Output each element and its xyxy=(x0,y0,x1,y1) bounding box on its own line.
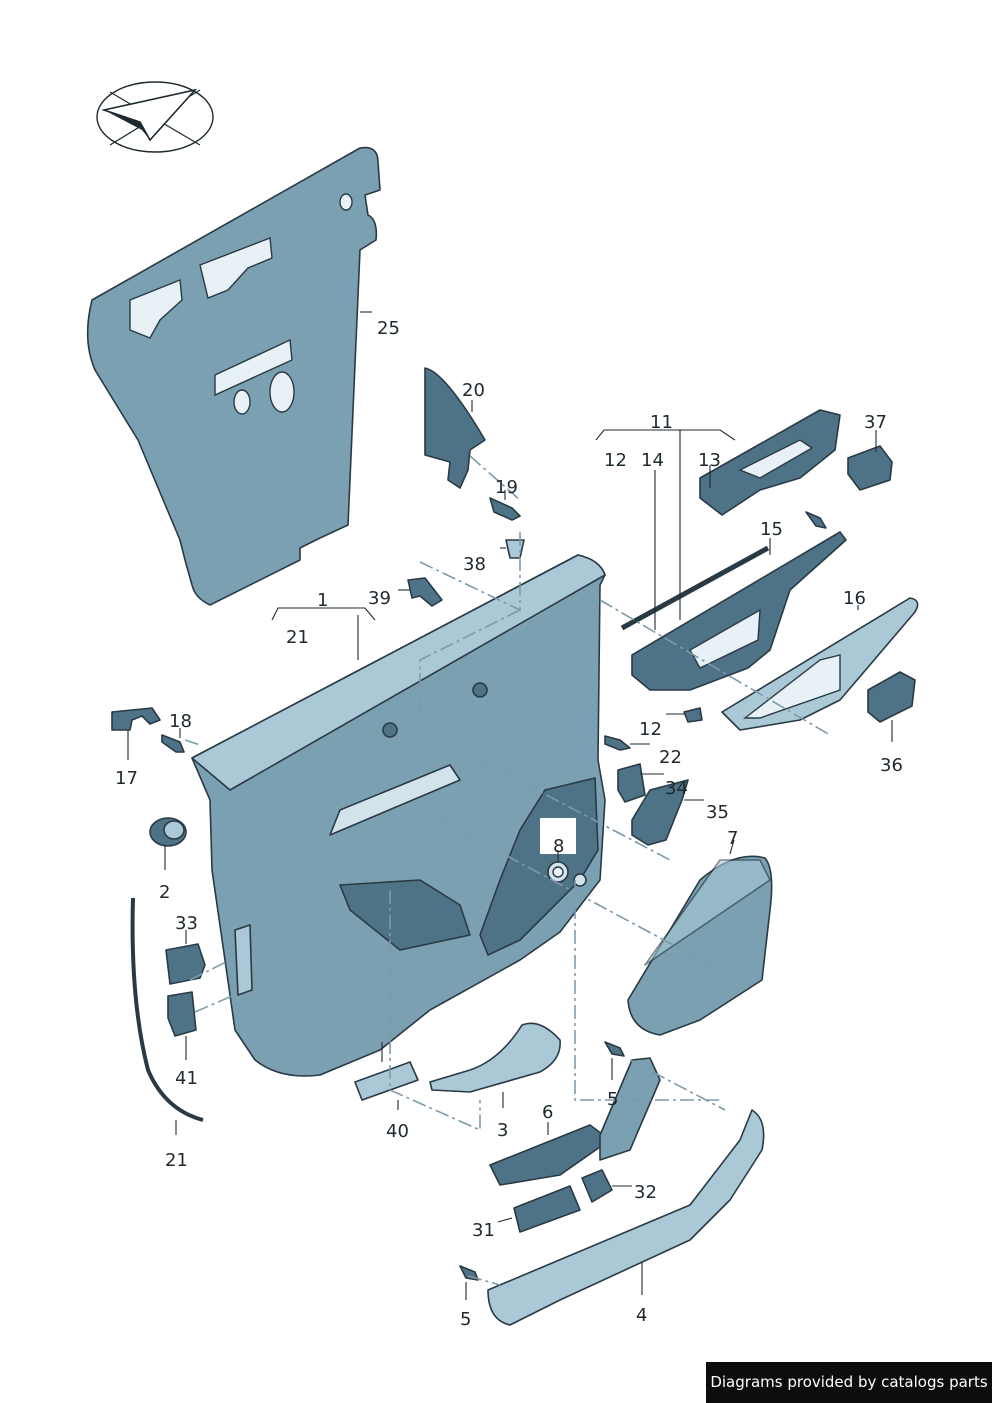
armrest-frame xyxy=(599,1057,661,1161)
label-40: 40 xyxy=(386,1121,409,1142)
switch-33 xyxy=(165,943,206,985)
bolt-19 xyxy=(489,497,521,521)
label-20: 20 xyxy=(462,380,485,401)
switch-32 xyxy=(581,1169,613,1203)
armrest-trim-4 xyxy=(487,1109,765,1326)
orientation-icon xyxy=(96,81,214,153)
screw-22 xyxy=(604,735,631,751)
pull-handle-cover-3 xyxy=(429,1022,561,1093)
label-5-top: 5 xyxy=(607,1089,618,1110)
window-switch-31 xyxy=(513,1185,581,1233)
label-7: 7 xyxy=(727,828,738,849)
label-41: 41 xyxy=(175,1068,198,1089)
label-21-top: 21 xyxy=(286,627,309,648)
label-31: 31 xyxy=(472,1220,495,1241)
speaker-cover-7 xyxy=(627,855,773,1036)
switch-bezel-6 xyxy=(489,1124,611,1186)
switch-41 xyxy=(167,991,197,1037)
label-19: 19 xyxy=(495,477,518,498)
label-15: 15 xyxy=(760,519,783,540)
label-16: 16 xyxy=(843,588,866,609)
label-12-top: 12 xyxy=(604,450,627,471)
screw-5-bottom xyxy=(459,1265,479,1281)
bracket-17 xyxy=(111,707,161,731)
clip-12 xyxy=(683,707,703,723)
leader-lines xyxy=(127,311,893,1300)
insulation-panel-25 xyxy=(86,146,381,606)
label-33: 33 xyxy=(175,913,198,934)
part-labels: 1 21 25 20 11 37 12 14 13 19 15 38 39 16… xyxy=(115,318,903,1330)
switch-housing-35 xyxy=(631,779,689,846)
inner-handle-13 xyxy=(699,409,841,516)
label-37: 37 xyxy=(864,412,887,433)
label-6: 6 xyxy=(542,1102,553,1123)
label-22: 22 xyxy=(659,747,682,768)
label-4: 4 xyxy=(636,1305,647,1326)
mirror-triangle-cover-20 xyxy=(424,367,486,489)
label-8: 8 xyxy=(553,836,564,857)
seal-strip-21 xyxy=(130,897,204,1122)
label-1: 1 xyxy=(317,590,328,611)
label-35: 35 xyxy=(706,802,729,823)
label-25: 25 xyxy=(377,318,400,339)
label-17: 17 xyxy=(115,768,138,789)
label-39: 39 xyxy=(368,588,391,609)
switch-36 xyxy=(867,671,916,723)
screw-18 xyxy=(161,734,185,753)
switch-34 xyxy=(617,763,646,803)
door-trim-panel-1 xyxy=(191,554,606,1077)
label-14: 14 xyxy=(641,450,664,471)
label-13: 13 xyxy=(698,450,721,471)
rod-14 xyxy=(620,545,770,631)
label-32: 32 xyxy=(634,1182,657,1203)
label-12-bottom: 12 xyxy=(639,719,662,740)
light-40 xyxy=(354,1061,419,1101)
label-36: 36 xyxy=(880,755,903,776)
clip-2 xyxy=(149,817,187,847)
label-21-bottom: 21 xyxy=(165,1150,188,1171)
assembly-guide-lines xyxy=(184,455,831,1286)
label-18: 18 xyxy=(169,711,192,732)
label-34: 34 xyxy=(665,778,688,799)
clip-39 xyxy=(407,577,443,607)
switch-37 xyxy=(847,445,893,491)
screw-15 xyxy=(805,511,827,529)
label-5-bottom: 5 xyxy=(460,1309,471,1330)
label-11: 11 xyxy=(650,412,673,433)
screw-5-top xyxy=(604,1041,625,1057)
label-3: 3 xyxy=(497,1120,508,1141)
label-2: 2 xyxy=(159,882,170,903)
label-38: 38 xyxy=(463,554,486,575)
trim-strip-16 xyxy=(721,597,919,731)
handle-frame-11 xyxy=(631,531,847,691)
clip-38 xyxy=(505,539,525,559)
footer-credit: Diagrams provided by catalogs parts xyxy=(706,1362,992,1403)
